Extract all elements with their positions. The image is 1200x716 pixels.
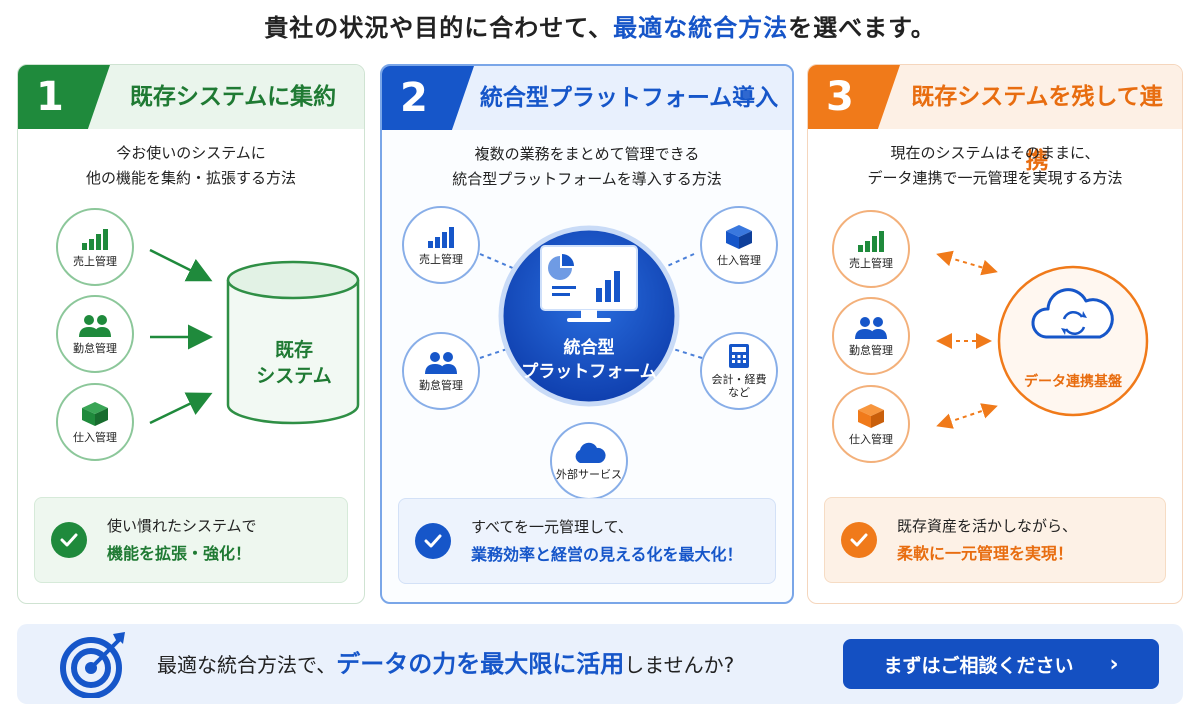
card-2-benefit-line2: 業務効率と経営の見える化を最大化！: [471, 545, 743, 564]
cloud-icon: [575, 442, 606, 463]
headline-suffix: を選べます。: [788, 14, 936, 42]
platform-center-line1: 統合型: [563, 338, 615, 358]
node-attendance: 勤怠管理: [402, 332, 480, 410]
target-icon: [60, 632, 125, 698]
node-accounting-label-line2: など: [728, 386, 750, 399]
card-3-desc-line1: 現在のシステムはそのままに、: [890, 144, 1100, 162]
box-icon: [858, 403, 884, 428]
node-external-services-label: 外部サービス: [556, 467, 622, 481]
check-icon: [415, 523, 451, 559]
node-sales: 売上管理: [56, 208, 134, 286]
card-1-benefit: 使い慣れたシステムで 機能を拡張・強化！: [34, 497, 348, 583]
bar-chart-icon: [428, 226, 454, 248]
platform-center-label: 統合型 プラットフォーム: [501, 336, 677, 384]
card-2-benefit-line1: すべてを一元管理して、: [471, 518, 633, 536]
card-2-description: 複数の業務をまとめて管理できる 統合型プラットフォームを導入する方法: [382, 142, 792, 192]
box-icon: [726, 224, 752, 249]
node-attendance-label: 勤怠管理: [849, 343, 893, 357]
people-icon: [855, 316, 887, 339]
node-external-services: 外部サービス: [550, 422, 628, 500]
card-1-benefit-line2: 機能を拡張・強化！: [107, 544, 252, 563]
card-2-desc-line1: 複数の業務をまとめて管理できる: [474, 145, 700, 163]
node-attendance-label: 勤怠管理: [73, 341, 117, 355]
calculator-icon: [729, 344, 749, 368]
card-2-desc-line2: 統合型プラットフォームを導入する方法: [452, 170, 722, 188]
card-3-title: 既存システムを残して連携: [911, 84, 1163, 174]
node-sales-label: 売上管理: [419, 252, 463, 266]
card-3-desc-line2: データ連携で一元管理を実現する方法: [867, 169, 1123, 187]
card-1-title: 既存システムに集約: [129, 84, 337, 110]
card-1-benefit-line1: 使い慣れたシステムで: [107, 517, 257, 535]
database-cylinder-icon: [226, 260, 360, 425]
card-1-desc-line2: 他の機能を集約・拡張する方法: [85, 169, 296, 187]
card-1-banner: 1 既存システムに集約: [18, 65, 364, 129]
bar-chart-icon: [82, 228, 108, 250]
card-1-arrows: [149, 248, 360, 425]
node-accounting: 会計・経費など: [700, 332, 778, 410]
card-3-connectors: [936, 250, 1149, 429]
card-2-banner: 2 統合型プラットフォーム導入: [382, 66, 792, 130]
data-hub-label: データ連携基盤: [1024, 374, 1122, 390]
cta-message-prefix: 最適な統合方法で、: [157, 653, 337, 677]
card-1-description: 今お使いのシステムに 他の機能を集約・拡張する方法: [18, 141, 364, 191]
card-3-benefit: 既存資産を活かしながら、 柔軟に一元管理を実現！: [824, 497, 1166, 583]
node-purchasing-label: 仕入管理: [73, 430, 117, 444]
node-attendance: 勤怠管理: [56, 295, 134, 373]
check-icon: [841, 522, 877, 558]
card-2-benefit: すべてを一元管理して、 業務効率と経営の見える化を最大化！: [398, 498, 776, 584]
node-accounting-label-line1: 会計・経費: [711, 373, 767, 386]
page-headline: 貴社の状況や目的に合わせて、最適な統合方法を選べます。: [0, 8, 1200, 43]
card-1-benefit-text: 使い慣れたシステムで 機能を拡張・強化！: [107, 512, 257, 568]
option-card-2: 2 統合型プラットフォーム導入 複数の業務をまとめて管理できる 統合型プラットフ…: [380, 64, 794, 604]
cta-message: 最適な統合方法で、データの力を最大限に活用しませんか?: [157, 624, 734, 704]
bar-chart-icon: [858, 230, 884, 252]
card-2-title: 統合型プラットフォーム導入: [479, 85, 779, 111]
card-3-benefit-line1: 既存資産を活かしながら、: [897, 517, 1078, 535]
node-purchasing: 仕入管理: [700, 206, 778, 284]
check-icon: [51, 522, 87, 558]
node-accounting-label: 会計・経費など: [712, 373, 767, 399]
card-3-benefit-text: 既存資産を活かしながら、 柔軟に一元管理を実現！: [897, 512, 1077, 568]
node-sales-label: 売上管理: [73, 254, 117, 268]
cta-bar: 最適な統合方法で、データの力を最大限に活用しませんか? まずはご相談ください ›: [17, 624, 1183, 704]
card-1-desc-line1: 今お使いのシステムに: [116, 144, 266, 162]
existing-system-line2: システム: [256, 365, 332, 387]
box-icon: [82, 401, 108, 426]
cta-message-highlight: データの力を最大限に活用: [336, 650, 625, 678]
node-purchasing-label: 仕入管理: [849, 432, 893, 446]
people-icon: [79, 314, 111, 337]
people-icon: [425, 351, 457, 374]
card-3-banner: 3 既存システムを残して連携: [808, 65, 1182, 174]
monitor-chart-icon: [540, 245, 638, 322]
chevron-right-icon: ›: [1109, 651, 1119, 677]
card-2-connectors: [479, 225, 703, 446]
existing-system-label: 既存 システム: [230, 337, 358, 389]
node-sales: 売上管理: [402, 206, 480, 284]
node-purchasing: 仕入管理: [832, 385, 910, 463]
card-2-benefit-text: すべてを一元管理して、 業務効率と経営の見える化を最大化！: [471, 513, 743, 569]
headline-highlight: 最適な統合方法: [613, 14, 789, 42]
consult-button-label: まずはご相談ください: [883, 654, 1074, 677]
existing-system-line1: 既存: [274, 339, 313, 361]
node-sales-label: 売上管理: [849, 256, 893, 270]
platform-center-line2: プラットフォーム: [521, 362, 657, 382]
headline-prefix: 貴社の状況や目的に合わせて、: [264, 14, 614, 42]
node-attendance: 勤怠管理: [832, 297, 910, 375]
option-card-1: 1 既存システムに集約 今お使いのシステムに 他の機能を集約・拡張する方法 既存…: [17, 64, 365, 604]
node-sales: 売上管理: [832, 210, 910, 288]
node-purchasing: 仕入管理: [56, 383, 134, 461]
option-card-3: 3 既存システムを残して連携 現在のシステムはそのままに、 データ連携で一元管理…: [807, 64, 1183, 604]
cloud-sync-icon: [1031, 288, 1114, 339]
cta-message-suffix: しませんか?: [624, 653, 735, 677]
card-2-number: 2: [382, 66, 474, 130]
card-3-description: 現在のシステムはそのままに、 データ連携で一元管理を実現する方法: [808, 141, 1182, 191]
card-3-benefit-line2: 柔軟に一元管理を実現！: [897, 544, 1074, 563]
consult-button[interactable]: まずはご相談ください ›: [843, 639, 1159, 689]
node-attendance-label: 勤怠管理: [419, 378, 463, 392]
node-purchasing-label: 仕入管理: [717, 253, 761, 267]
